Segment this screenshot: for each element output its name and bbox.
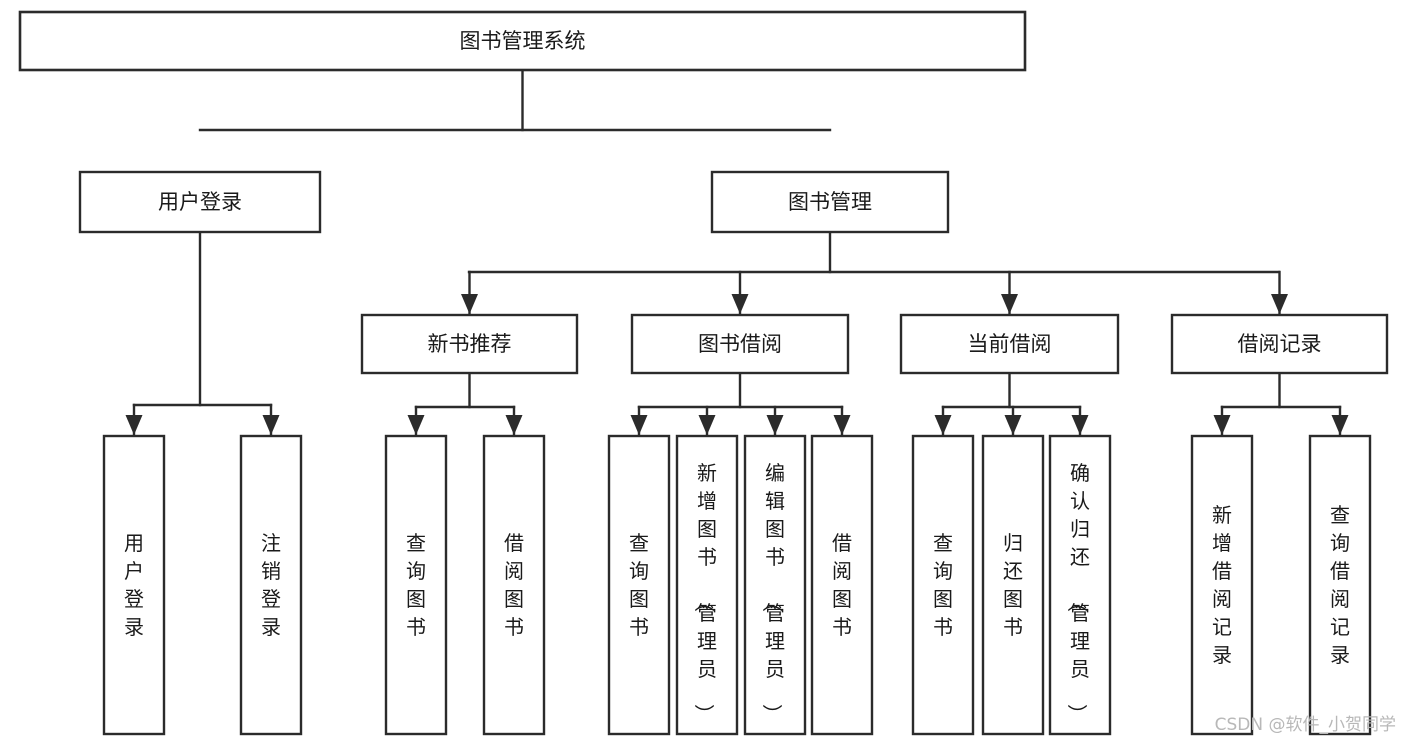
arrow-head-leaf-add-book-admin <box>698 415 716 435</box>
arrow-head-book-borrow <box>731 294 749 314</box>
node-box-leaf-query-book-current[interactable] <box>911 434 975 736</box>
arrow-head-new-book-recommend <box>461 294 478 314</box>
node-label-leaf-borrow-book: 借阅图书 <box>832 531 852 639</box>
node-label-root: 图书管理系统 <box>460 29 586 53</box>
arrow-head-leaf-add-borrow-record <box>1213 415 1231 435</box>
node-box-leaf-query-borrow-record[interactable] <box>1308 434 1372 736</box>
node-box-root[interactable] <box>18 10 1027 72</box>
node-label-leaf-logout-login: 注销登录 <box>261 531 281 639</box>
connector-group-book-management <box>461 230 1288 316</box>
node-leaf-query-book-recommend[interactable]: 查询图书 <box>384 434 448 736</box>
node-box-leaf-query-book-borrow[interactable] <box>607 434 671 736</box>
arrow-head-leaf-logout-login <box>262 415 280 435</box>
arrow-head-leaf-confirm-return-admin <box>1071 415 1089 435</box>
node-leaf-user-login[interactable]: 用户登录 <box>102 434 166 736</box>
node-box-leaf-add-book-admin[interactable] <box>675 434 739 736</box>
node-label-borrow-records: 借阅记录 <box>1238 332 1322 356</box>
node-label-leaf-confirm-return-admin: 确认归还（管理员） <box>1065 461 1090 724</box>
arrow-head-leaf-query-borrow-record <box>1331 415 1349 435</box>
node-box-leaf-borrow-book-recommend[interactable] <box>482 434 546 736</box>
node-box-leaf-confirm-return-admin[interactable] <box>1048 434 1112 736</box>
node-box-leaf-logout-login[interactable] <box>239 434 303 736</box>
node-user-login[interactable]: 用户登录 <box>78 170 322 234</box>
node-current-borrow[interactable]: 当前借阅 <box>899 313 1120 375</box>
node-box-current-borrow[interactable] <box>899 313 1120 375</box>
arrow-head-leaf-query-book-recommend <box>407 415 425 435</box>
connector-group-new-book-recommend <box>407 371 523 437</box>
node-label-user-login: 用户登录 <box>158 190 242 214</box>
node-book-borrow[interactable]: 图书借阅 <box>630 313 850 375</box>
node-box-leaf-query-book-recommend[interactable] <box>384 434 448 736</box>
node-label-leaf-return-book: 归还图书 <box>1003 531 1023 639</box>
node-box-leaf-edit-book-admin[interactable] <box>743 434 807 736</box>
node-box-new-book-recommend[interactable] <box>360 313 579 375</box>
node-new-book-recommend[interactable]: 新书推荐 <box>360 313 579 375</box>
node-box-leaf-borrow-book[interactable] <box>810 434 874 736</box>
node-box-leaf-user-login[interactable] <box>102 434 166 736</box>
node-label-leaf-query-borrow-record: 查询借阅记录 <box>1330 503 1350 667</box>
node-label-new-book-recommend: 新书推荐 <box>428 332 512 356</box>
connector-group-root <box>198 68 832 132</box>
node-leaf-add-book-admin[interactable]: 新增图书（管理员） <box>675 434 739 736</box>
node-label-leaf-add-borrow-record: 新增借阅记录 <box>1212 503 1232 667</box>
node-box-borrow-records[interactable] <box>1170 313 1389 375</box>
node-label-leaf-edit-book-admin: 编辑图书（管理员） <box>760 461 785 724</box>
node-box-leaf-return-book[interactable] <box>981 434 1045 736</box>
node-leaf-return-book[interactable]: 归还图书 <box>981 434 1045 736</box>
arrow-head-leaf-borrow-book <box>833 415 851 435</box>
node-leaf-query-book-borrow[interactable]: 查询图书 <box>607 434 671 736</box>
node-label-leaf-query-book-borrow: 查询图书 <box>629 531 649 639</box>
node-label-leaf-user-login: 用户登录 <box>124 531 144 639</box>
node-leaf-edit-book-admin[interactable]: 编辑图书（管理员） <box>743 434 807 736</box>
connector-group-borrow-records <box>1213 371 1349 437</box>
node-label-leaf-add-book-admin: 新增图书（管理员） <box>692 461 717 724</box>
connector-group-book-borrow <box>630 371 851 437</box>
arrow-head-leaf-return-book <box>1004 415 1022 435</box>
node-leaf-borrow-book[interactable]: 借阅图书 <box>810 434 874 736</box>
arrow-head-leaf-borrow-book-recommend <box>505 415 523 435</box>
arrow-head-leaf-query-book-borrow <box>630 415 648 435</box>
csdn-watermark: CSDN @软件_小贺同学 <box>1215 715 1396 735</box>
node-label-current-borrow: 当前借阅 <box>968 332 1052 356</box>
node-leaf-confirm-return-admin[interactable]: 确认归还（管理员） <box>1048 434 1112 736</box>
node-label-book-management: 图书管理 <box>788 190 872 214</box>
arrow-head-leaf-user-login <box>125 415 143 435</box>
connector-group-current-borrow <box>934 371 1089 437</box>
node-leaf-add-borrow-record[interactable]: 新增借阅记录 <box>1190 434 1254 736</box>
node-leaf-query-borrow-record[interactable]: 查询借阅记录 <box>1308 434 1372 736</box>
node-label-leaf-borrow-book-recommend: 借阅图书 <box>504 531 524 639</box>
node-box-book-management[interactable] <box>710 170 950 234</box>
node-leaf-logout-login[interactable]: 注销登录 <box>239 434 303 736</box>
node-box-book-borrow[interactable] <box>630 313 850 375</box>
arrow-head-borrow-records <box>1271 294 1288 314</box>
node-book-management[interactable]: 图书管理 <box>710 170 950 234</box>
node-label-book-borrow: 图书借阅 <box>698 332 782 356</box>
node-label-leaf-query-book-current: 查询图书 <box>933 531 953 639</box>
node-box-user-login[interactable] <box>78 170 322 234</box>
node-leaf-query-book-current[interactable]: 查询图书 <box>911 434 975 736</box>
connector-group-user-login <box>125 230 280 437</box>
arrow-head-current-borrow <box>1001 294 1018 314</box>
node-borrow-records[interactable]: 借阅记录 <box>1170 313 1389 375</box>
node-leaf-borrow-book-recommend[interactable]: 借阅图书 <box>482 434 546 736</box>
node-box-leaf-add-borrow-record[interactable] <box>1190 434 1254 736</box>
node-layer: 图书管理系统用户登录图书管理新书推荐图书借阅当前借阅借阅记录用户登录注销登录查询… <box>18 10 1389 736</box>
node-label-leaf-query-book-recommend: 查询图书 <box>406 531 426 639</box>
connector-layer <box>125 68 1349 437</box>
node-root[interactable]: 图书管理系统 <box>18 10 1027 72</box>
arrow-head-leaf-query-book-current <box>934 415 952 435</box>
arrow-head-leaf-edit-book-admin <box>766 415 784 435</box>
